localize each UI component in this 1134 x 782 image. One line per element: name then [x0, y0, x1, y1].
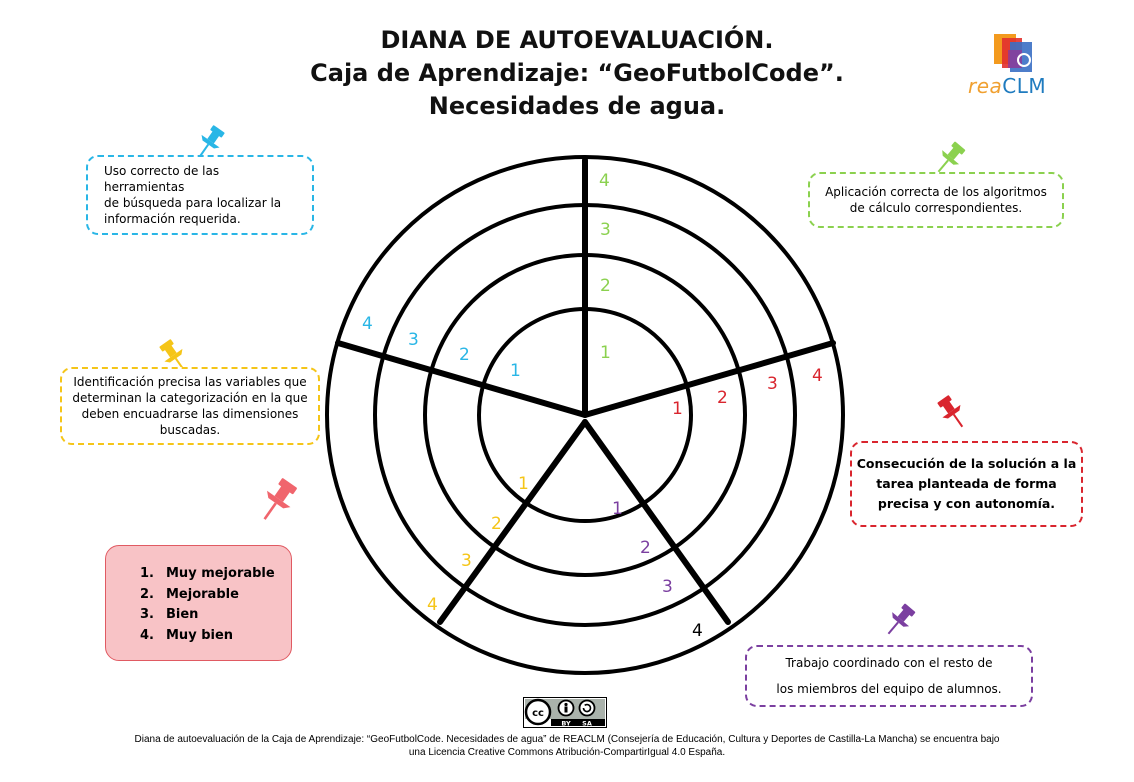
criterion-text: de cálculo correspondientes. [849, 201, 1023, 215]
criterion-text: tarea planteada de forma [876, 476, 1057, 491]
green-num-1: 1 [600, 343, 611, 363]
cyan-num-1: 1 [510, 361, 521, 381]
cyan-pin-icon [198, 125, 225, 158]
green-num-2: 2 [600, 276, 611, 296]
criterion-text: los miembros del equipo de alumnos. [776, 682, 1002, 696]
cc-sa: SA [582, 720, 592, 728]
criterion-box-teamwork: Trabajo coordinado con el resto de los m… [745, 645, 1033, 707]
criterion-text: precisa y con autonomía. [877, 496, 1056, 511]
page-title: DIANA DE AUTOEVALUACIÓN. Caja de Aprendi… [250, 24, 904, 123]
criterion-text: de búsqueda para localizar la [104, 196, 282, 210]
purple-num-3: 3 [662, 577, 673, 597]
cyan-num-4: 4 [362, 314, 373, 334]
criterion-box-algorithms: Aplicación correcta de los algoritmos de… [808, 172, 1064, 228]
green-pin-icon [937, 141, 966, 173]
yellow-num-1: 1 [518, 474, 529, 494]
logo-text-rea: rea [968, 74, 1003, 98]
criterion-text: buscadas. [159, 423, 221, 437]
reaclm-logo-text: reaCLM [968, 74, 1046, 98]
criterion-text: Consecución de la solución a la [856, 456, 1077, 471]
criterion-text: Uso correcto de las herramientas [104, 164, 220, 194]
red-pin-icon [937, 395, 964, 428]
axis-yellow [437, 419, 588, 625]
axis-purple [582, 419, 731, 625]
rating-legend: 1.Muy mejorable 2.Mejorable 3.Bien 4.Muy… [105, 545, 292, 661]
legend-item: 1.Muy mejorable [140, 566, 275, 581]
criterion-text: Identificación precisa las variables que [73, 375, 307, 389]
legend-item: 2.Mejorable [140, 586, 239, 602]
cyan-num-3: 3 [408, 330, 419, 350]
pink-pin-icon [263, 478, 297, 520]
red-num-3: 3 [767, 374, 778, 394]
legend-item: 3.Bien [140, 607, 199, 622]
criterion-text: Aplicación correcta de los algoritmos [825, 185, 1047, 199]
title-line-3: Necesidades de agua. [428, 92, 726, 120]
criterion-box-search-tools: Uso correcto de las herramientas de búsq… [86, 155, 314, 235]
cyan-num-2: 2 [459, 345, 470, 365]
creative-commons-badge-icon: cc BY SA [523, 697, 607, 728]
green-num-4: 4 [599, 171, 610, 191]
legend-item: 4.Muy bien [140, 627, 234, 643]
footer-line-1: Diana de autoevaluación de la Caja de Ap… [134, 734, 1000, 745]
criterion-box-variables: Identificación precisa las variables que… [60, 367, 320, 445]
title-line-2: Caja de Aprendizaje: “GeoFutbolCode”. [310, 59, 844, 87]
criterion-text: deben encuadrarse las dimensiones [81, 407, 299, 421]
cc-mark: cc [532, 708, 544, 719]
purple-num-1: 1 [612, 499, 623, 519]
red-num-1: 1 [672, 399, 683, 419]
purple-num-2: 2 [640, 538, 651, 558]
title-line-1: DIANA DE AUTOEVALUACIÓN. [380, 26, 774, 54]
yellow-num-2: 2 [491, 514, 502, 534]
reaclm-logo-icon [994, 34, 1032, 72]
axis-cyan [335, 340, 588, 418]
red-num-4: 4 [812, 366, 823, 386]
footer-line-2: una Licencia Creative Commons Atribución… [408, 747, 726, 758]
criterion-text: Trabajo coordinado con el resto de [785, 656, 993, 670]
criterion-box-solution: Consecución de la solución a la tarea pl… [850, 441, 1083, 527]
criterion-text: determinan la categorización en la que [72, 391, 308, 405]
purple-num-4: 4 [692, 621, 703, 641]
green-num-3: 3 [600, 220, 611, 240]
license-footer: Diana de autoevaluación de la Caja de Ap… [60, 733, 1074, 759]
yellow-num-3: 3 [461, 551, 472, 571]
criterion-text: información requerida. [104, 212, 241, 226]
axis-red [582, 340, 836, 418]
logo-text-clm: CLM [1002, 74, 1047, 98]
red-num-2: 2 [717, 388, 728, 408]
yellow-num-4: 4 [427, 595, 438, 615]
cc-by: BY [561, 720, 571, 728]
purple-pin-icon [887, 603, 916, 635]
